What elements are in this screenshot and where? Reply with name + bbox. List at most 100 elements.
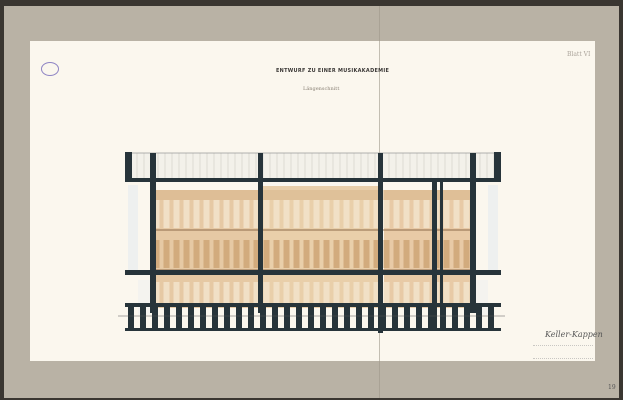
arch-window xyxy=(153,240,160,268)
basement-pier xyxy=(284,307,290,330)
arch-window xyxy=(173,240,180,268)
cornice-band xyxy=(150,190,470,200)
basement-pier xyxy=(380,307,386,330)
basement-pier xyxy=(320,307,326,330)
arch-window xyxy=(413,282,420,303)
arch-window xyxy=(403,282,410,303)
basement-pier xyxy=(452,307,458,330)
basement-pier xyxy=(164,307,170,330)
arch-window xyxy=(343,200,350,228)
basement-pier xyxy=(260,307,266,330)
arch-window xyxy=(243,282,250,303)
arch-window xyxy=(213,200,220,228)
arch-window xyxy=(413,240,420,268)
structural-wall xyxy=(470,153,476,313)
arch-window xyxy=(353,282,360,303)
arch-window xyxy=(303,240,310,268)
arch-window xyxy=(273,240,280,268)
arch-window xyxy=(443,200,450,228)
arch-window xyxy=(163,240,170,268)
arch-window xyxy=(233,200,240,228)
basement-pier xyxy=(128,307,134,330)
arch-window xyxy=(423,240,430,268)
arch-window xyxy=(203,200,210,228)
arch-window xyxy=(303,200,310,228)
arch-window xyxy=(333,240,340,268)
arch-window xyxy=(203,282,210,303)
arch-window xyxy=(153,282,160,303)
arch-window xyxy=(283,240,290,268)
arch-window xyxy=(313,282,320,303)
arch-window xyxy=(313,200,320,228)
basement-pier xyxy=(296,307,302,330)
arch-window xyxy=(193,240,200,268)
arch-window xyxy=(163,282,170,303)
arch-window xyxy=(263,200,270,228)
arch-window xyxy=(283,282,290,303)
arch-window xyxy=(423,200,430,228)
arch-window xyxy=(353,200,360,228)
arch-window xyxy=(353,240,360,268)
basement-pier xyxy=(416,307,422,330)
basement-pier xyxy=(200,307,206,330)
basement-pier xyxy=(140,307,146,330)
arch-window xyxy=(253,240,260,268)
arch-window xyxy=(443,240,450,268)
basement-pier xyxy=(212,307,218,330)
basement-pier xyxy=(248,307,254,330)
arch-window xyxy=(373,282,380,303)
arch-window xyxy=(363,200,370,228)
arch-window xyxy=(183,282,190,303)
basement-pier xyxy=(152,307,158,330)
arch-window xyxy=(413,200,420,228)
arch-window xyxy=(223,240,230,268)
arch-window xyxy=(343,282,350,303)
arch-window xyxy=(403,240,410,268)
arch-window xyxy=(393,282,400,303)
arch-window xyxy=(293,240,300,268)
arch-window xyxy=(193,200,200,228)
foundation-line xyxy=(125,328,501,331)
arch-window xyxy=(383,200,390,228)
basement-pier xyxy=(428,307,434,330)
arch-window xyxy=(273,200,280,228)
drawing-title: ENTWURF ZU EINER MUSIKAKADEMIE xyxy=(276,68,390,74)
arch-window xyxy=(293,282,300,303)
arch-window xyxy=(293,200,300,228)
arch-window xyxy=(243,240,250,268)
library-stamp xyxy=(41,62,59,76)
roof-beam xyxy=(125,178,501,182)
arch-window xyxy=(273,282,280,303)
ground-slab xyxy=(125,303,501,307)
structural-wall xyxy=(432,178,437,328)
left-column xyxy=(128,185,138,275)
arch-window xyxy=(323,240,330,268)
structural-wall xyxy=(258,153,263,313)
arch-window xyxy=(463,240,470,268)
arch-window xyxy=(283,200,290,228)
arch-window xyxy=(333,282,340,303)
basement-pier xyxy=(236,307,242,330)
structural-wall xyxy=(125,152,132,180)
arch-window xyxy=(363,240,370,268)
arch-window xyxy=(203,240,210,268)
architect-signature: Keller-Kappen xyxy=(545,330,603,339)
arch-window xyxy=(253,282,260,303)
arch-window xyxy=(263,240,270,268)
basement-pier xyxy=(176,307,182,330)
arch-window xyxy=(183,240,190,268)
arch-window xyxy=(453,240,460,268)
arch-window xyxy=(403,200,410,228)
basement-pier xyxy=(332,307,338,330)
arch-window xyxy=(163,200,170,228)
arch-window xyxy=(423,282,430,303)
arch-window xyxy=(453,200,460,228)
arch-window xyxy=(173,200,180,228)
arch-window xyxy=(313,240,320,268)
basement-pier xyxy=(344,307,350,330)
arch-window xyxy=(153,200,160,228)
arch-window xyxy=(213,282,220,303)
basement-pier xyxy=(488,307,494,330)
arch-window xyxy=(383,282,390,303)
arch-window xyxy=(453,282,460,303)
